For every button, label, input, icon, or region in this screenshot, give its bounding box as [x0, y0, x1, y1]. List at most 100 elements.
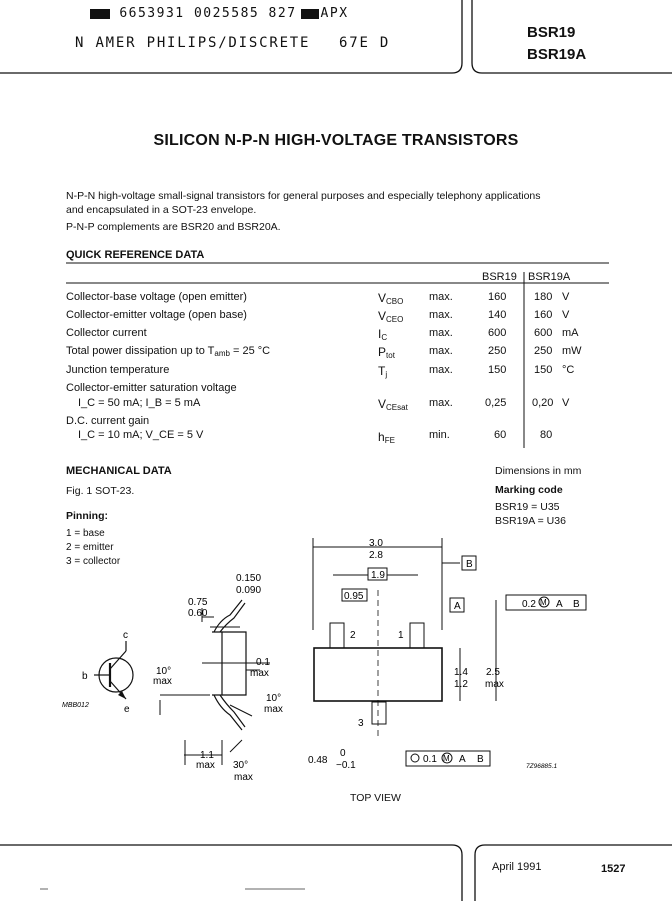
type-number-1: BSR19 — [527, 24, 576, 41]
qrd-unit: V — [562, 291, 570, 303]
qrd-unit: mW — [562, 345, 582, 357]
symbol-label-b: b — [82, 671, 88, 682]
side-dim-0150: 0.150 — [236, 573, 261, 584]
page-number: 1527 — [601, 863, 626, 875]
top-dim-25-max: max — [485, 679, 504, 690]
qrd-value-bsr19a: 0,20 — [532, 397, 554, 409]
symbol-drawing-code: MBB012 — [62, 702, 89, 709]
intro-line-1: N-P-N high-voltage small-signal transist… — [66, 190, 541, 202]
qrd-unit: °C — [562, 364, 575, 376]
tol2-datum-a: A — [459, 754, 466, 765]
footer-date: April 1991 — [492, 861, 542, 873]
tol1-datum-a: A — [556, 599, 563, 610]
page-title: SILICON N-P-N HIGH-VOLTAGE TRANSISTORS — [153, 132, 519, 149]
qrd-value-bsr19a: 160 — [534, 309, 553, 321]
top-dim-12: 1.2 — [454, 679, 468, 690]
transistor-symbol: c b e MBB012 — [62, 630, 134, 715]
qrd-condition: I_C = 10 mA; V_CE = 5 V — [78, 429, 204, 441]
side-angle-10-right-max: max — [264, 704, 283, 715]
side-angle-30-max: max — [234, 772, 253, 783]
side-dim-060: 0.60 — [188, 608, 208, 619]
dimensions-note: Dimensions in mm — [495, 465, 582, 477]
top-view-drawing: 3.0 2.8 1.9 0.95 B A 0.2 M A B 2 1 3 1.4… — [308, 538, 587, 771]
header-code-line: 6653931 0025585 827 APX — [90, 6, 349, 21]
lead-tol-plus: 0 — [340, 748, 346, 759]
header-code: 6653931 0025585 827 — [119, 6, 297, 21]
qrd-limit: min. — [429, 429, 450, 441]
header-block-mark — [90, 8, 110, 19]
tol1-value: 0.2 — [522, 599, 536, 610]
side-dim-11: 1.1 — [200, 750, 214, 761]
top-dim-30: 3.0 — [369, 538, 383, 549]
header-block-mark — [300, 8, 319, 19]
side-dim-11-max: max — [196, 760, 215, 771]
tol2-value: 0.1 — [423, 754, 437, 765]
qrd-limit: max. — [429, 397, 453, 409]
qrd-param: Collector-emitter saturation voltage — [66, 382, 237, 394]
qrd-param: Collector-base voltage (open emitter) — [66, 291, 247, 303]
top-view-label: TOP VIEW — [350, 792, 401, 804]
qrd-param: Collector-emitter voltage (open base) — [66, 309, 247, 321]
symbol-label-c: c — [123, 630, 128, 641]
type-number-2: BSR19A — [527, 46, 587, 63]
qrd-symbol: IC — [378, 327, 388, 342]
qrd-param: Collector current — [66, 327, 147, 339]
qrd-col-bsr19: BSR19 — [482, 271, 517, 283]
pin-3: 3 = collector — [66, 556, 121, 567]
qrd-heading: QUICK REFERENCE DATA — [66, 249, 205, 261]
pin-label-3: 3 — [358, 718, 364, 729]
tol1-datum-b: B — [573, 599, 580, 610]
qrd-symbol: Ptot — [378, 345, 395, 360]
side-view-drawing: 0.150 0.090 0.75 0.60 0.1 max 10° max 10… — [153, 573, 283, 783]
header-company: N AMER PHILIPS/DISCRETE — [75, 35, 311, 51]
side-dim-0090: 0.090 — [236, 585, 261, 596]
side-dim-01: 0.1 — [256, 657, 270, 668]
qrd-symbol: hFE — [378, 430, 395, 445]
qrd-value-bsr19: 0,25 — [485, 397, 507, 409]
drawing-code: 7Z96885.1 — [526, 763, 557, 770]
qrd-value-bsr19: 600 — [488, 327, 507, 339]
pin-2: 2 = emitter — [66, 542, 114, 553]
qrd-value-bsr19: 140 — [488, 309, 507, 321]
qrd-symbol: VCBO — [378, 291, 404, 306]
qrd-value-bsr19a: 150 — [534, 364, 553, 376]
qrd-symbol: VCEsat — [378, 397, 408, 412]
qrd-value-bsr19a: 80 — [540, 429, 553, 441]
tol2-datum-b: B — [477, 754, 484, 765]
marking-code-2: BSR19A = U36 — [495, 515, 566, 527]
qrd-value-bsr19: 160 — [488, 291, 507, 303]
lead-tol-minus: −0.1 — [336, 760, 356, 771]
qrd-value-bsr19a: 180 — [534, 291, 553, 303]
qrd-value-bsr19a: 600 — [534, 327, 553, 339]
intro-line-3: P-N-P complements are BSR20 and BSR20A. — [66, 221, 281, 233]
lead-width: 0.48 — [308, 755, 328, 766]
tol1-modifier: M — [540, 598, 547, 607]
qrd-limit: max. — [429, 345, 453, 357]
qrd-col-bsr19a: BSR19A — [528, 271, 571, 283]
top-dim-28: 2.8 — [369, 550, 383, 561]
header-tag: APX — [320, 6, 349, 21]
side-dim-075: 0.75 — [188, 597, 208, 608]
pin-label-2: 2 — [350, 630, 356, 641]
qrd-param: D.C. current gain — [66, 415, 150, 427]
side-angle-10-right: 10° — [266, 693, 281, 704]
qrd-value-bsr19: 250 — [488, 345, 507, 357]
pin-1: 1 = base — [66, 528, 105, 539]
qrd-value-bsr19: 150 — [488, 364, 507, 376]
side-angle-10-left: 10° — [156, 666, 171, 677]
datum-b: B — [466, 559, 473, 570]
qrd-value-bsr19: 60 — [494, 429, 507, 441]
tol2-modifier: M — [443, 754, 450, 763]
marking-code-1: BSR19 = U35 — [495, 501, 560, 513]
qrd-symbol: VCEO — [378, 309, 404, 324]
qrd-symbol: Tj — [378, 364, 388, 379]
top-dim-14: 1.4 — [454, 667, 468, 678]
intro-line-2: and encapsulated in a SOT-23 envelope. — [66, 204, 257, 216]
top-dim-25: 2.5 — [486, 667, 500, 678]
qrd-condition: I_C = 50 mA; I_B = 5 mA — [78, 397, 201, 409]
top-dim-19: 1.9 — [371, 570, 385, 581]
symbol-label-e: e — [124, 704, 130, 715]
qrd-unit: V — [562, 397, 570, 409]
qrd-value-bsr19a: 250 — [534, 345, 553, 357]
